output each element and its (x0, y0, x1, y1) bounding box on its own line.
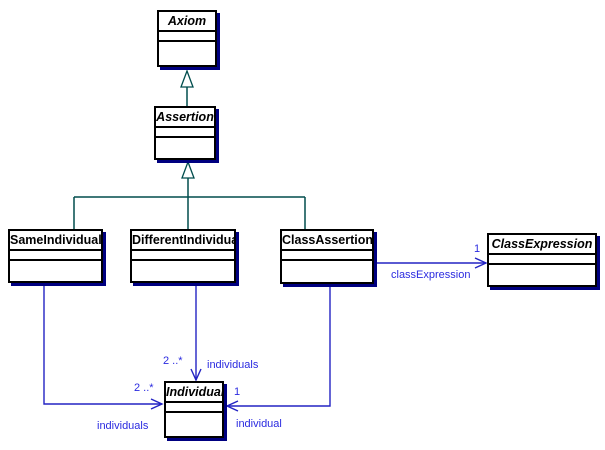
label-role-differentindividuals-individual: individuals (207, 359, 259, 371)
class-differentindividuals: DifferentIndividuals (130, 229, 236, 283)
class-individual-attributes (166, 403, 222, 413)
label-multiplicity-sameindividual-individual: 2 ..* (134, 382, 154, 394)
class-differentindividuals-operations (132, 261, 234, 281)
class-classexpression-operations (489, 265, 595, 285)
class-classassertion-attributes (282, 251, 372, 261)
class-sameindividual-attributes (10, 251, 101, 261)
class-assertion: Assertion (154, 106, 216, 160)
association-classassertion-individual (225, 285, 331, 412)
generalization-subclasses-to-assertion (73, 160, 306, 229)
class-axiom-operations (159, 42, 215, 65)
class-classexpression: ClassExpression (487, 233, 597, 287)
class-classassertion-operations (282, 261, 372, 282)
class-individual: Individual (164, 381, 224, 438)
label-multiplicity-classexpression: 1 (474, 243, 481, 255)
class-classassertion: ClassAssertion (280, 229, 374, 284)
generalization-assertion-to-axiom (180, 69, 194, 106)
association-sameindividual-individual (43, 284, 164, 410)
class-sameindividual-operations (10, 261, 101, 281)
class-axiom-attributes (159, 32, 215, 42)
class-individual-name: Individual (166, 383, 222, 403)
class-individual-operations (166, 413, 222, 436)
class-assertion-name: Assertion (156, 108, 214, 128)
label-role-classassertion-individual: individual (236, 418, 282, 430)
class-sameindividual-name: SameIndividual (10, 231, 101, 251)
class-sameindividual: SameIndividual (8, 229, 103, 283)
class-classexpression-name: ClassExpression (489, 235, 595, 255)
class-axiom: Axiom (157, 10, 217, 67)
association-differentindividuals-individual (190, 284, 202, 382)
association-classassertion-classexpression (375, 257, 488, 269)
class-differentindividuals-name: DifferentIndividuals (132, 231, 234, 251)
class-axiom-name: Axiom (159, 12, 215, 32)
label-multiplicity-classassertion-individual: 1 (234, 386, 241, 398)
label-role-classexpression: classExpression (391, 269, 471, 281)
label-role-sameindividual-individual: individuals (97, 420, 149, 432)
class-differentindividuals-attributes (132, 251, 234, 261)
class-assertion-attributes (156, 128, 214, 138)
class-assertion-operations (156, 138, 214, 158)
class-classassertion-name: ClassAssertion (282, 231, 372, 251)
label-multiplicity-differentindividuals-individual: 2 ..* (163, 355, 183, 367)
class-classexpression-attributes (489, 255, 595, 265)
